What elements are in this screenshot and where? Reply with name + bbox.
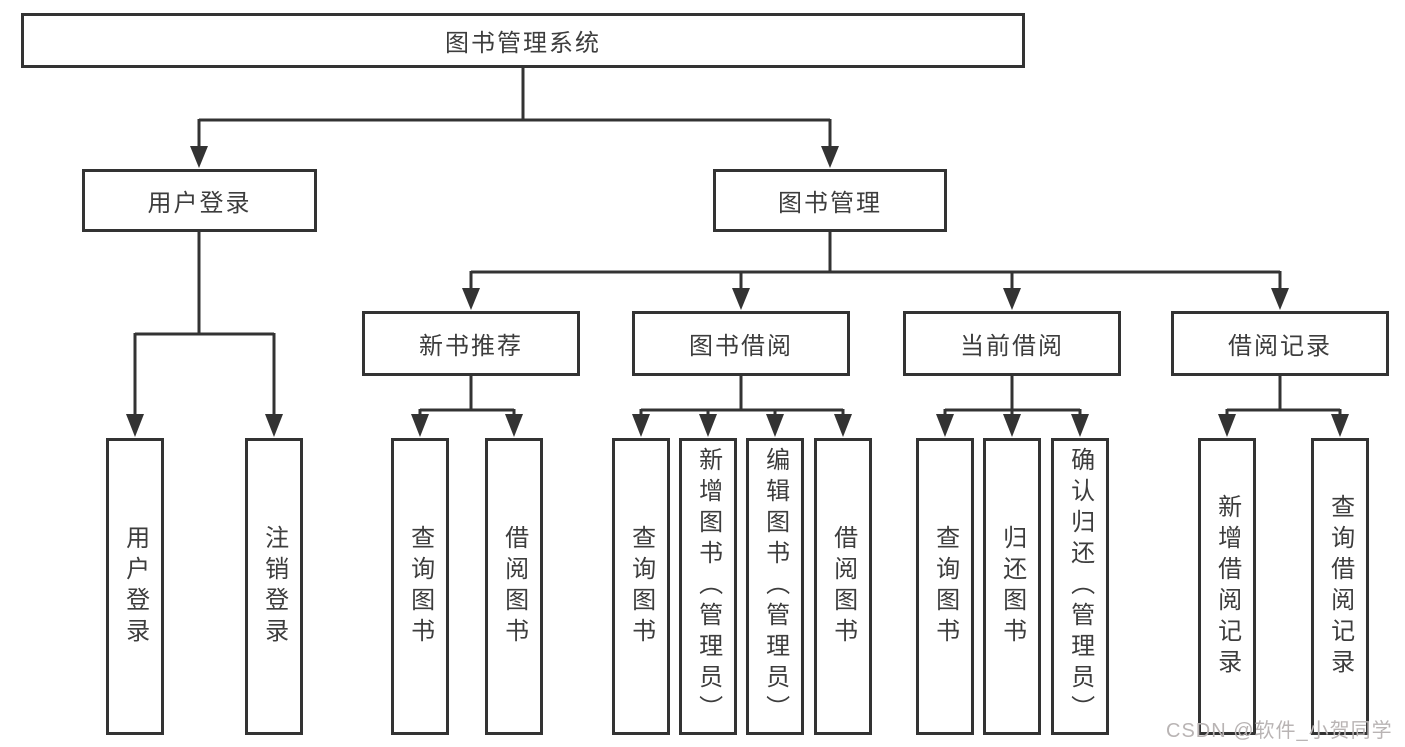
leaf-label: 查询图书 <box>406 524 434 649</box>
leaf-label: 编辑图书（管理员） <box>761 447 789 726</box>
connector-book-mgmt-to-level3 <box>462 232 1289 310</box>
leaf-label: 查询图书 <box>931 524 959 649</box>
node-label: 图书管理系统 <box>445 30 601 57</box>
leaf-label: 注销登录 <box>260 524 288 649</box>
node-current-borrowing: 当前借阅 <box>903 311 1121 376</box>
leaf-label: 查询借阅记录 <box>1326 493 1354 680</box>
csdn-watermark: CSDN @软件_小贺同学 <box>1166 720 1393 742</box>
arrowhead-icon <box>834 414 852 437</box>
arrowhead-icon <box>821 146 839 168</box>
leaf-current-confirm-return-admin: 确认归还（管理员） <box>1051 438 1109 735</box>
node-library-management-system: 图书管理系统 <box>21 13 1025 68</box>
leaf-label: 新增借阅记录 <box>1213 493 1241 680</box>
leaf-label: 归还图书 <box>998 524 1026 649</box>
arrowhead-icon <box>699 414 717 437</box>
arrowhead-icon <box>505 414 523 437</box>
leaf-label: 新增图书（管理员） <box>694 447 722 726</box>
node-book-management: 图书管理 <box>713 169 947 232</box>
node-label: 用户登录 <box>147 190 252 217</box>
leaf-borrow-add-books-admin: 新增图书（管理员） <box>679 438 737 735</box>
arrowhead-icon <box>265 414 283 437</box>
leaf-borrow-query-books: 查询图书 <box>612 438 670 735</box>
node-new-book-recommendation: 新书推荐 <box>362 311 580 376</box>
arrowhead-icon <box>632 414 650 437</box>
arrowhead-icon <box>936 414 954 437</box>
leaf-recommend-borrow-books: 借阅图书 <box>485 438 543 735</box>
leaf-record-add-borrow-record: 新增借阅记录 <box>1198 438 1256 735</box>
arrowhead-icon <box>1003 288 1021 310</box>
node-label: 图书借阅 <box>689 333 793 360</box>
arrowhead-icon <box>1003 414 1021 437</box>
leaf-borrow-edit-books-admin: 编辑图书（管理员） <box>746 438 804 735</box>
leaf-current-return-books: 归还图书 <box>983 438 1041 735</box>
leaf-logout: 注销登录 <box>245 438 303 735</box>
leaf-label: 查询图书 <box>627 524 655 649</box>
arrowhead-icon <box>462 288 480 310</box>
arrowhead-icon <box>732 288 750 310</box>
node-user-login: 用户登录 <box>82 169 317 232</box>
arrowhead-icon <box>190 146 208 168</box>
arrowhead-icon <box>126 414 144 437</box>
arrowhead-icon <box>1071 414 1089 437</box>
arrowhead-icon <box>1331 414 1349 437</box>
arrowhead-icon <box>1271 288 1289 310</box>
leaf-recommend-query-books: 查询图书 <box>391 438 449 735</box>
leaf-label: 借阅图书 <box>829 524 857 649</box>
leaf-record-query-borrow-record: 查询借阅记录 <box>1311 438 1369 735</box>
connector-user-login-to-leaves <box>126 232 283 437</box>
node-label: 图书管理 <box>778 190 882 217</box>
connector-root-to-level2 <box>190 68 839 168</box>
node-label: 借阅记录 <box>1228 333 1332 360</box>
leaf-borrow-borrow-books: 借阅图书 <box>814 438 872 735</box>
node-label: 当前借阅 <box>960 333 1064 360</box>
connector-level3-to-leaves <box>411 376 1349 437</box>
leaf-user-login: 用户登录 <box>106 438 164 735</box>
node-book-borrowing: 图书借阅 <box>632 311 850 376</box>
arrowhead-icon <box>411 414 429 437</box>
node-borrowing-records: 借阅记录 <box>1171 311 1389 376</box>
leaf-current-query-books: 查询图书 <box>916 438 974 735</box>
arrowhead-icon <box>1218 414 1236 437</box>
leaf-label: 确认归还（管理员） <box>1066 447 1094 726</box>
leaf-label: 用户登录 <box>121 524 149 649</box>
arrowhead-icon <box>766 414 784 437</box>
node-label: 新书推荐 <box>419 333 523 360</box>
leaf-label: 借阅图书 <box>500 524 528 649</box>
